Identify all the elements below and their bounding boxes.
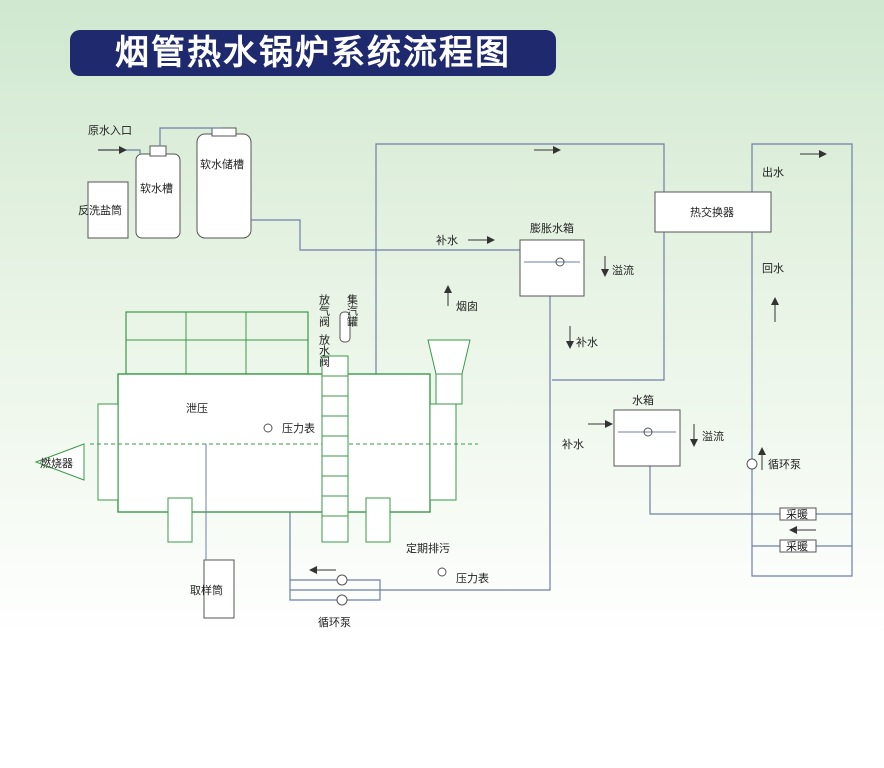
label-chimney: 烟囱 [456, 299, 478, 313]
label-steam-collector: 集汽罐 [346, 293, 359, 328]
label-expansion-tank: 膨胀水箱 [530, 221, 574, 235]
label-periodic-blowdown: 定期排污 [406, 541, 450, 555]
label-soft-water-storage: 软水储槽 [200, 157, 244, 171]
label-water-outlet: 出水 [762, 165, 784, 179]
soft-water-storage-tank [196, 133, 252, 239]
chimney-stack [435, 373, 463, 405]
label-circulation-pump-bottom: 循环泵 [318, 616, 351, 629]
pump-loop-pipe [289, 444, 381, 601]
heating-unit-2 [779, 539, 817, 553]
vertical-labels: 放气阀 集汽罐 放水阀 [318, 293, 359, 368]
water-tank-outlet-pipe [649, 466, 752, 515]
page-title: 烟管热水锅炉系统流程图 [70, 30, 556, 76]
water-tank-group: 水箱 补水 溢流 循环泵 采暖 采暖 [562, 393, 817, 553]
label-heating-1: 采暖 [786, 508, 808, 521]
expansion-down-pipe [290, 296, 551, 591]
water-tank [613, 409, 681, 467]
label-raw-water-inlet: 原水入口 [88, 124, 132, 137]
boiler-rear-door [429, 403, 457, 501]
boiler-leg-left [167, 497, 193, 543]
circulation-pump-bottom-icon-1 [336, 574, 348, 586]
heat-exchanger [654, 191, 772, 233]
backwash-salt-tank [87, 181, 129, 239]
softener-cap [149, 145, 167, 157]
softener-tank [135, 153, 181, 239]
label-water-tank: 水箱 [632, 393, 654, 407]
expansion-float-icon [555, 257, 565, 267]
label-pressure-relief: 泄压 [186, 402, 208, 415]
expansion-tank-group: 膨胀水箱 补水 溢流 补水 [436, 221, 634, 349]
label-pressure-gauge-bottom: 压力表 [456, 571, 489, 585]
raw-water-pipe [98, 149, 141, 154]
label-backwash-salt-tank: 反洗盐筒 [78, 203, 122, 217]
pressure-gauge-top-icon [263, 423, 273, 433]
expansion-tank [519, 239, 585, 297]
label-makeup-water-tank: 补水 [562, 438, 584, 451]
boiler-top-frame [125, 311, 309, 375]
storage-cap [211, 127, 237, 137]
storage-outlet-pipe [251, 219, 370, 251]
circulation-pump-bottom-icon-2 [336, 594, 348, 606]
steam-collector-icon [339, 311, 351, 343]
chimney-icon [427, 339, 471, 375]
heating-unit-1 [779, 507, 817, 521]
boiler-front-door [97, 403, 119, 501]
circulation-pump-right-icon [746, 458, 758, 470]
label-burner: 燃烧器 [40, 456, 73, 470]
ladder-rungs [322, 375, 348, 517]
label-return-water: 回水 [762, 262, 784, 275]
supply-pipe-top [375, 143, 665, 390]
sampling-cylinder [203, 559, 235, 619]
exchanger-return-pipe [552, 232, 665, 381]
platform-ladder [321, 355, 349, 543]
label-circulation-pump-right: 循环泵 [768, 458, 801, 471]
label-makeup-water-top: 补水 [436, 234, 458, 247]
label-pressure-gauge-top: 压力表 [282, 421, 315, 435]
boiler-leg-right [365, 497, 391, 543]
boiler-group: 燃烧器 泄压 压力表 定期排污 压力表 取样筒 循环泵 烟囱 [34, 299, 489, 629]
burner-icon [34, 443, 85, 481]
label-overflow-tank: 溢流 [702, 429, 724, 443]
heating-outer-loop [751, 143, 853, 577]
softener-to-storage-pipe [159, 127, 222, 146]
label-softener-tank: 软水槽 [140, 181, 173, 195]
label-vent-valve: 放气阀 [318, 293, 331, 328]
pressure-gauge-bottom-icon [437, 567, 447, 577]
label-makeup-water-mid: 补水 [576, 336, 598, 349]
tank-float-icon [643, 427, 653, 437]
label-heating-2: 采暖 [786, 540, 808, 553]
label-sampling-cylinder: 取样筒 [190, 583, 223, 597]
heat-exchanger-group: 热交换器 出水 回水 [654, 165, 784, 275]
label-drain-valve: 放水阀 [318, 333, 331, 368]
gradient-background [0, 0, 884, 640]
water-treatment-group: 原水入口 反洗盐筒 软水槽 软水储槽 [78, 124, 370, 251]
label-overflow-top: 溢流 [612, 263, 634, 277]
boiler-body [117, 373, 431, 513]
label-heat-exchanger: 热交换器 [690, 205, 734, 219]
